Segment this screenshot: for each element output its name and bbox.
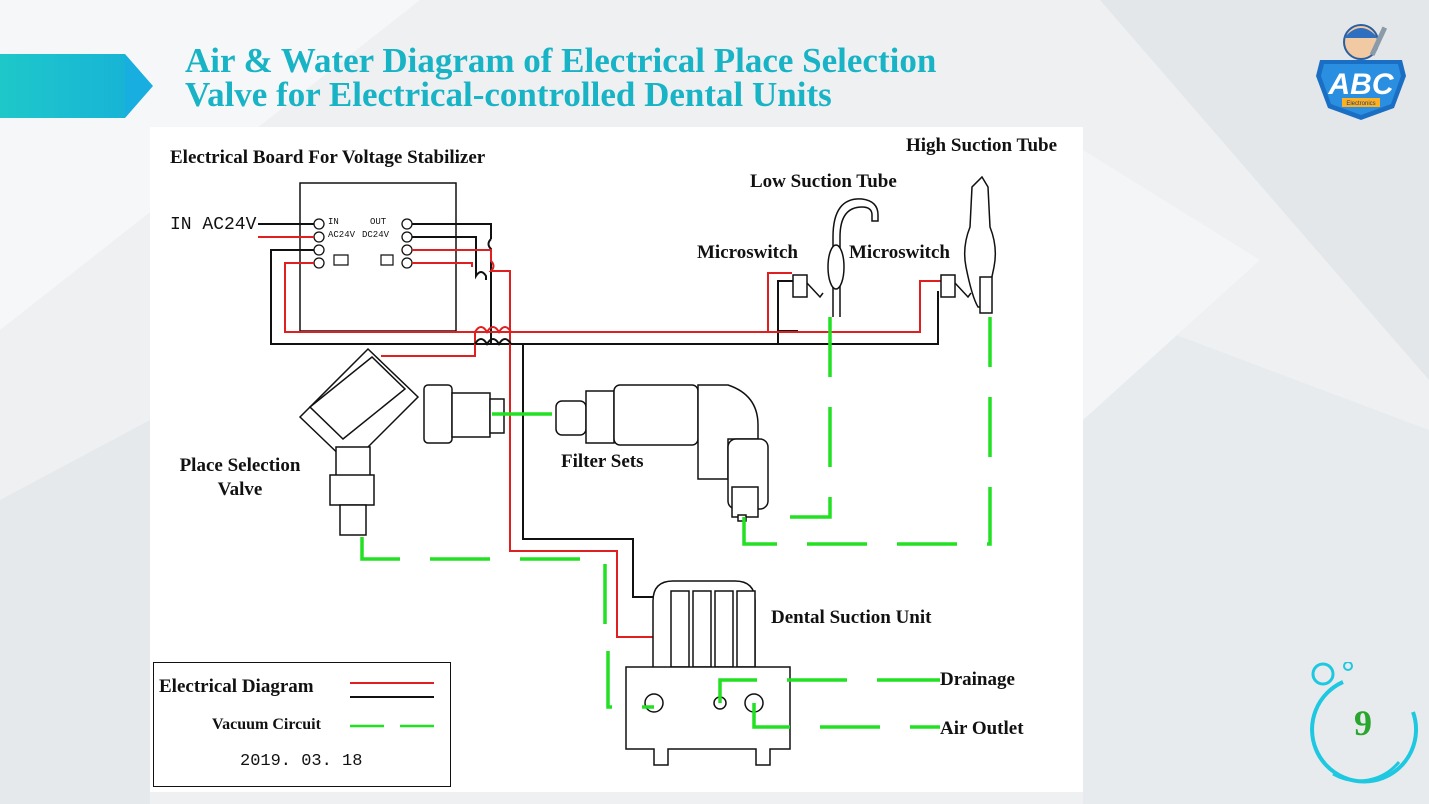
legend-vacuum-swatch bbox=[350, 724, 444, 728]
microswitch-label-1: Microswitch bbox=[697, 242, 798, 263]
terminal-in-label: IN bbox=[328, 217, 339, 227]
voltage-stabilizer-board bbox=[299, 182, 457, 332]
board-title-label: Electrical Board For Voltage Stabilizer bbox=[170, 147, 486, 168]
low-suction-tube-label: Low Suction Tube bbox=[750, 171, 897, 192]
legend-electrical-label: Electrical Diagram bbox=[159, 676, 314, 697]
logo-brand-text: ABC bbox=[1328, 68, 1395, 101]
title-line-2: Valve for Electrical-controlled Dental U… bbox=[185, 75, 832, 114]
legend-date: 2019. 03. 18 bbox=[240, 752, 363, 771]
terminal-ac24v-label: AC24V bbox=[328, 230, 356, 240]
microswitch-label-2: Microswitch bbox=[849, 242, 950, 263]
dental-suction-unit-label: Dental Suction Unit bbox=[771, 607, 932, 628]
legend-box: Electrical Diagram Vacuum Circuit 2019. … bbox=[153, 662, 451, 787]
input-voltage-label: IN AC24V bbox=[170, 215, 257, 235]
title-line-1: Air & Water Diagram of Electrical Place … bbox=[185, 41, 937, 80]
diagram-panel: Electrical Board For Voltage Stabilizer … bbox=[150, 127, 1083, 792]
title-accent-arrow bbox=[125, 54, 153, 118]
drainage-label: Drainage bbox=[940, 669, 1015, 690]
legend-electrical-swatch bbox=[350, 682, 434, 698]
abc-electronics-logo: ABC Electronics bbox=[1316, 24, 1406, 120]
title-accent-bar bbox=[0, 54, 125, 118]
diagram-drawing bbox=[258, 175, 997, 766]
place-selection-valve-label-1: Place Selection bbox=[179, 455, 301, 476]
air-outlet-label: Air Outlet bbox=[940, 718, 1024, 739]
place-selection-valve-label-2: Valve bbox=[217, 479, 263, 500]
page-number-ring bbox=[1310, 661, 1419, 784]
terminal-out-label: OUT bbox=[370, 217, 387, 227]
logo-sub-text: Electronics bbox=[1346, 101, 1375, 107]
terminal-dc24v-label: DC24V bbox=[362, 230, 390, 240]
page-title: Air & Water Diagram of Electrical Place … bbox=[185, 41, 1145, 114]
filter-sets-label: Filter Sets bbox=[561, 451, 644, 472]
legend-vacuum-label: Vacuum Circuit bbox=[212, 716, 321, 733]
page-number-badge: 9 bbox=[1303, 661, 1419, 788]
high-suction-tube-label: High Suction Tube bbox=[906, 135, 1058, 156]
page-number: 9 bbox=[1354, 703, 1372, 743]
